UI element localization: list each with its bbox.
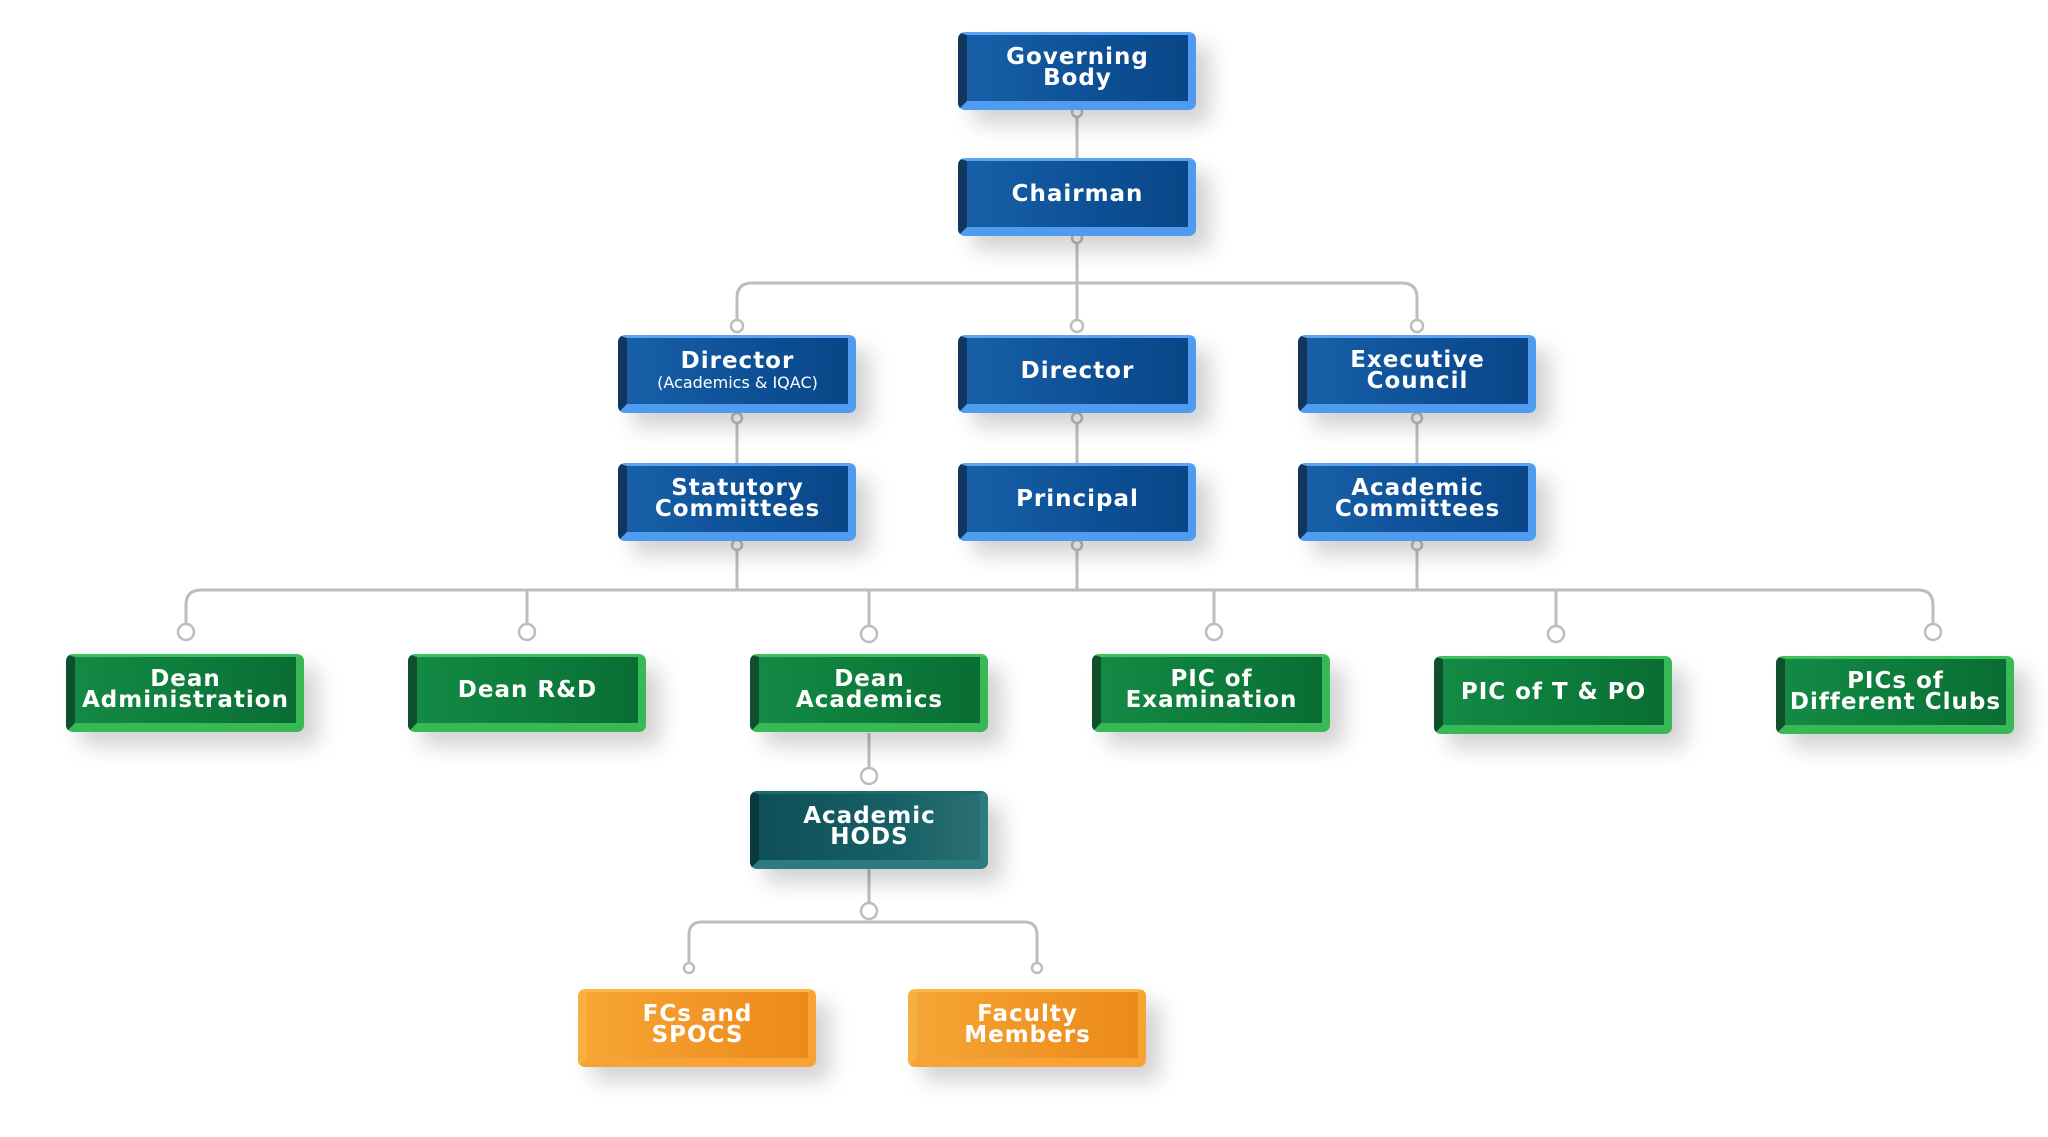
node-label: Director — [1020, 357, 1135, 384]
node-director: Director — [958, 335, 1196, 413]
node-label: Executive Council — [1350, 347, 1485, 394]
node-label: Dean Academics — [795, 666, 944, 713]
node-statutory-committees: Statutory Committees — [618, 463, 856, 541]
node-pic-tpo: PIC of T & PO — [1434, 656, 1672, 734]
node-dean-academics: Dean Academics — [750, 654, 988, 732]
node-label: Director — [680, 347, 795, 374]
node-label: Governing Body — [1006, 44, 1149, 91]
connector-hods-bus — [687, 920, 1039, 966]
node-governing-body: Governing Body — [958, 32, 1196, 110]
node-dean-administration: Dean Administration — [66, 654, 304, 732]
node-dean-rd: Dean R&D — [408, 654, 646, 732]
node-label: Academic HODS — [803, 803, 936, 850]
node-principal: Principal — [958, 463, 1196, 541]
node-chairman: Chairman — [958, 158, 1196, 236]
node-label: Chairman — [1011, 180, 1144, 207]
node-sublabel: (Academics & IQAC) — [657, 372, 818, 392]
node-label: Statutory Committees — [654, 475, 821, 522]
node-label: Principal — [1016, 485, 1139, 512]
node-pic-examination: PIC of Examination — [1092, 654, 1330, 732]
node-academic-hods: Academic HODS — [750, 791, 988, 869]
node-label: PIC of Examination — [1125, 666, 1298, 713]
node-academic-committees: Academic Committees — [1298, 463, 1536, 541]
node-label: PICs of Different Clubs — [1789, 668, 2002, 715]
node-label: FCs and SPOCS — [642, 1001, 753, 1048]
node-faculty-members: Faculty Members — [908, 989, 1146, 1067]
node-label: Dean Administration — [82, 666, 289, 713]
node-fcs-spocs: FCs and SPOCS — [578, 989, 816, 1067]
node-label: Dean R&D — [457, 676, 598, 703]
connector-main-bus — [184, 588, 1935, 630]
node-label: PIC of T & PO — [1460, 678, 1647, 705]
node-director-academics-iqac: Director (Academics & IQAC) — [618, 335, 856, 413]
node-label: Faculty Members — [964, 1001, 1091, 1048]
connector-chair-bus — [735, 281, 1419, 325]
node-label: Academic Committees — [1334, 475, 1501, 522]
node-pics-clubs: PICs of Different Clubs — [1776, 656, 2014, 734]
node-executive-council: Executive Council — [1298, 335, 1536, 413]
